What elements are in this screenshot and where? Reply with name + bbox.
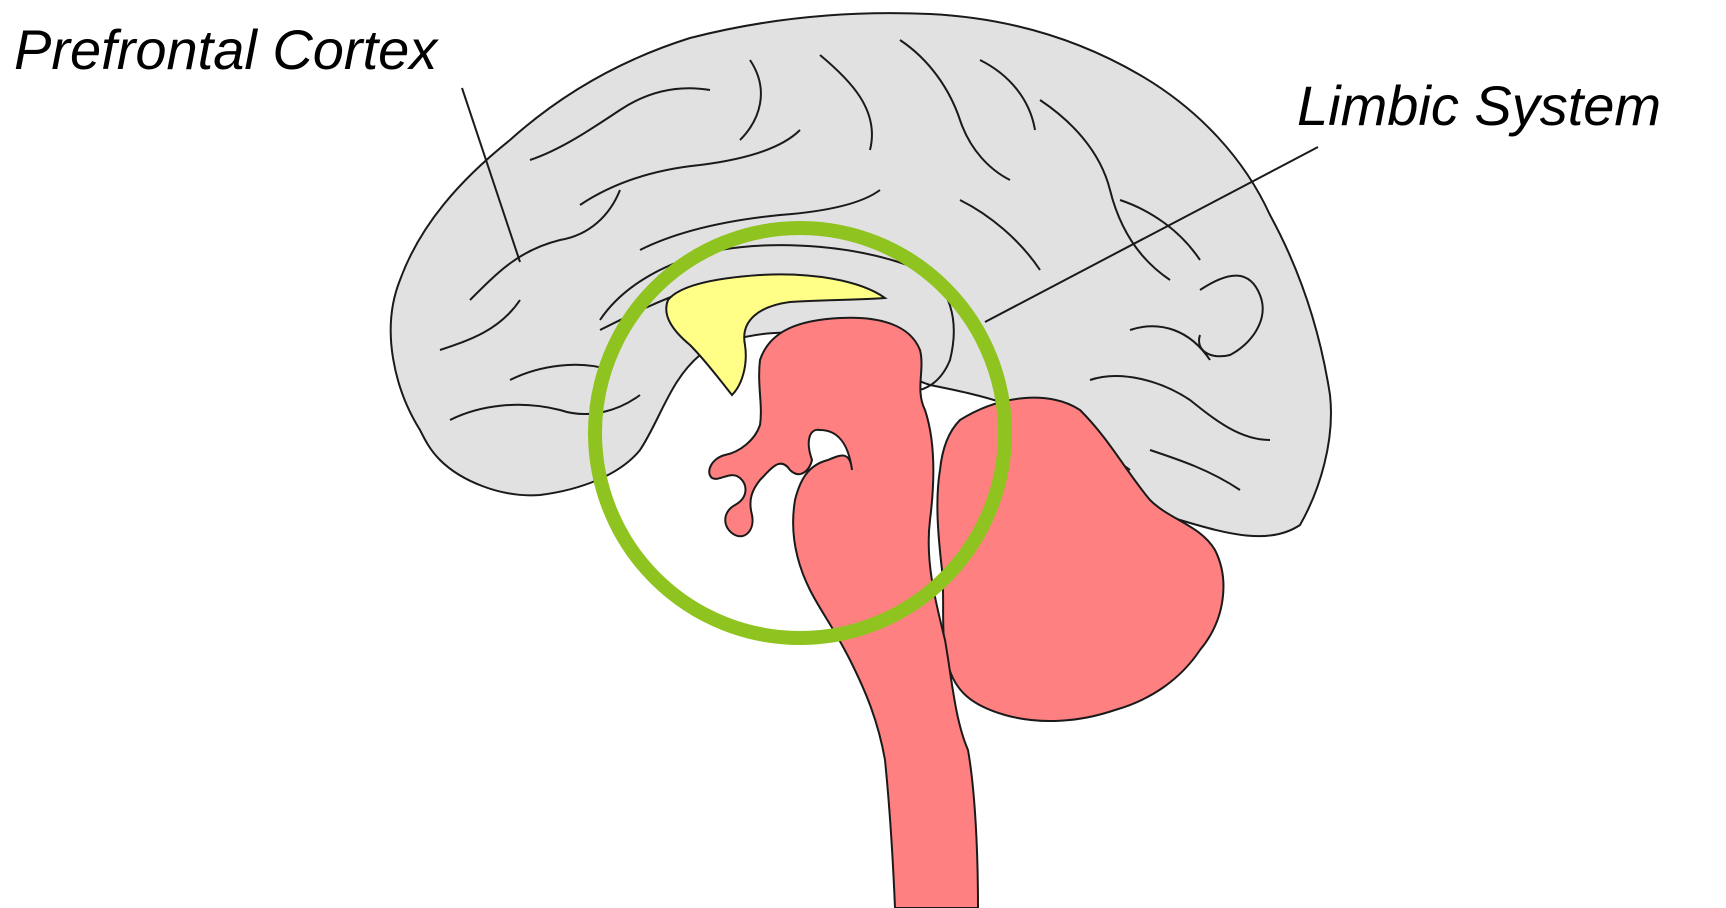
- prefrontal-cortex-label: Prefrontal Cortex: [14, 22, 437, 78]
- brainstem: [709, 318, 978, 908]
- limbic-system-label: Limbic System: [1297, 78, 1661, 134]
